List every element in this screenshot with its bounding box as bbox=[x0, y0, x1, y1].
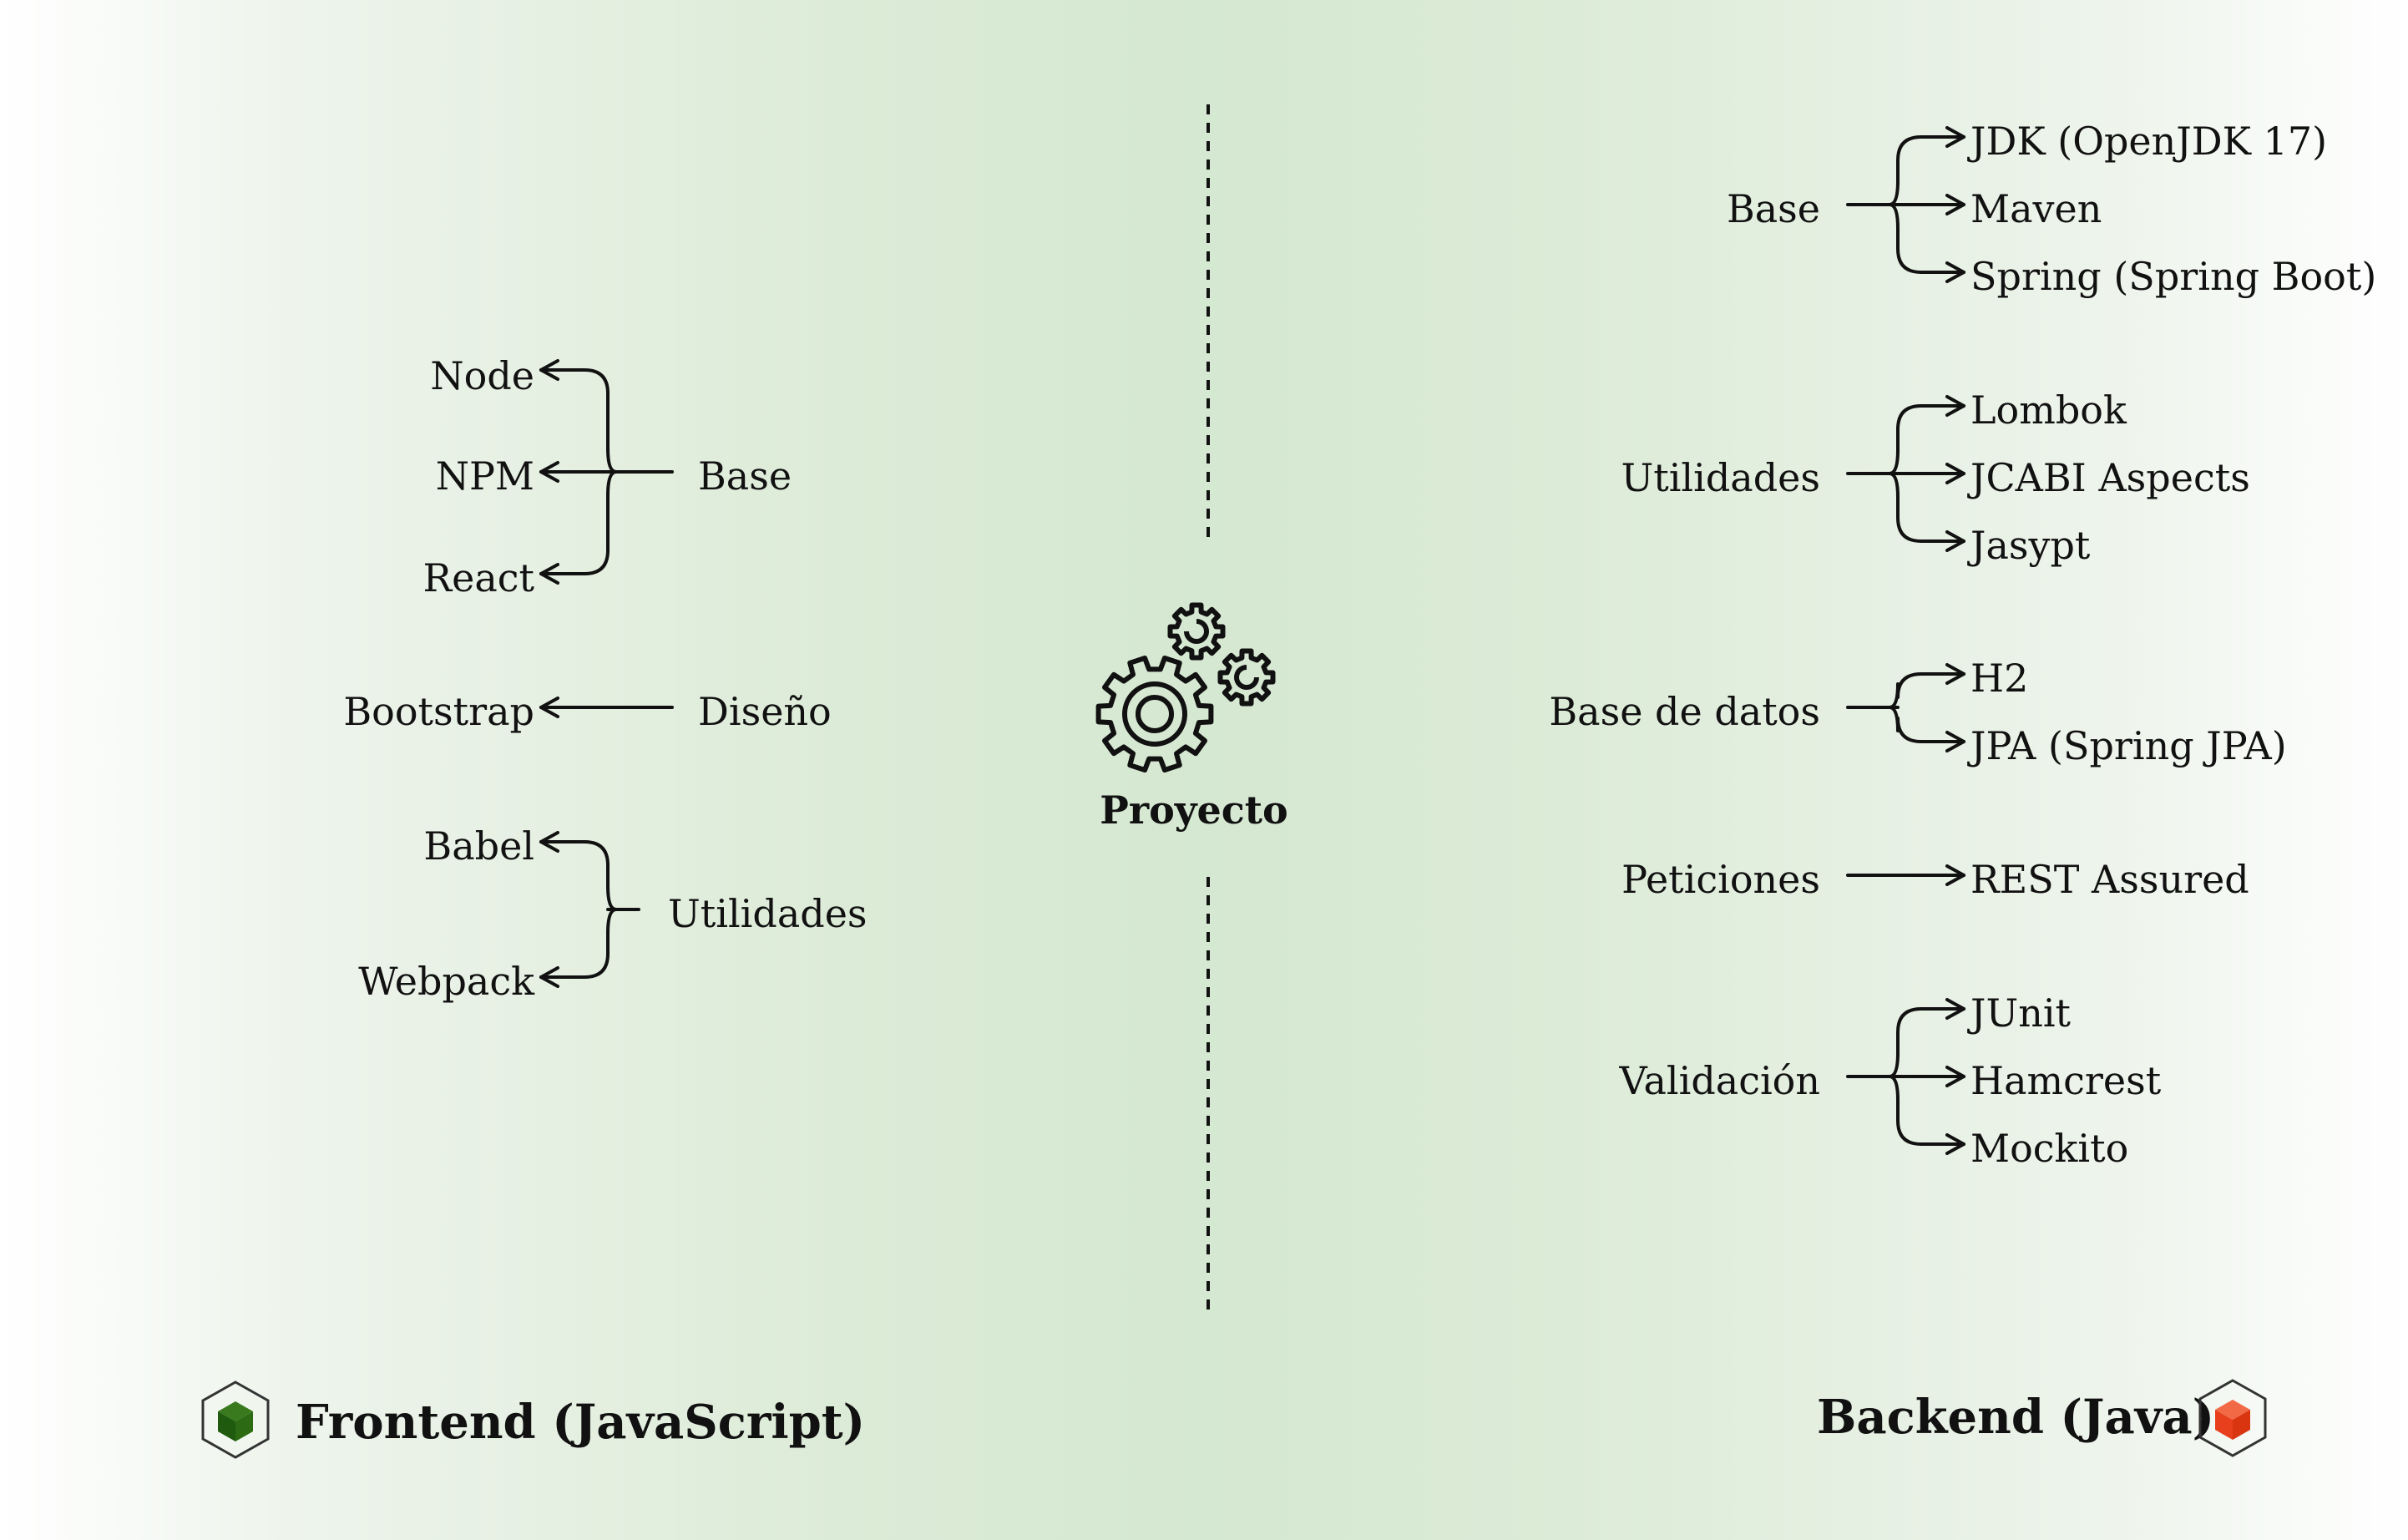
be-base-branch-0 bbox=[1888, 135, 1965, 206]
backend-cube-icon bbox=[2198, 1379, 2267, 1457]
project-label: Proyecto bbox=[1100, 788, 1288, 833]
backend-group-base-de-datos: Base de datos bbox=[1549, 689, 1820, 734]
fe-base-arrow-0 bbox=[539, 359, 559, 381]
gear-large bbox=[1095, 656, 1214, 773]
frontend-item-babel: Babel bbox=[423, 823, 534, 869]
backend-item-lombok: Lombok bbox=[1970, 388, 2127, 433]
gear-top bbox=[1167, 602, 1226, 661]
backend-item-h2: H2 bbox=[1970, 656, 2029, 701]
fe-util-branch-1 bbox=[539, 908, 618, 979]
be-util-arrow-1 bbox=[1945, 463, 1965, 484]
fe-diseno-arrow-0 bbox=[539, 697, 559, 718]
frontend-cube-icon bbox=[201, 1380, 270, 1459]
be-util-branch-2 bbox=[1888, 472, 1965, 543]
be-val-arrow-0 bbox=[1945, 998, 1965, 1020]
be-pet-arrow-0 bbox=[1945, 864, 1965, 886]
backend-item-rest-assured: REST Assured bbox=[1970, 857, 2249, 902]
backend-item-jpa: JPA (Spring JPA) bbox=[1970, 723, 2287, 768]
fe-base-branch-2 bbox=[539, 470, 618, 575]
backend-item-jdk: JDK (OpenJDK 17) bbox=[1970, 119, 2328, 164]
backend-item-hamcrest: Hamcrest bbox=[1970, 1058, 2162, 1103]
be-util-arrow-2 bbox=[1945, 530, 1965, 552]
gears-icon bbox=[1095, 602, 1276, 773]
fe-base-arrow-1 bbox=[539, 461, 559, 483]
backend-item-jasypt: Jasypt bbox=[1970, 523, 2091, 568]
backend-item-junit: JUnit bbox=[1970, 990, 2072, 1036]
backend-item-maven: Maven bbox=[1970, 186, 2102, 231]
be-base-arrow-2 bbox=[1945, 261, 1965, 283]
be-val-arrow-1 bbox=[1945, 1066, 1965, 1087]
gear-right-hub bbox=[1234, 665, 1259, 690]
backend-item-spring: Spring (Spring Boot) bbox=[1970, 254, 2377, 299]
be-db-arrow-1 bbox=[1945, 731, 1965, 752]
be-util-arrow-0 bbox=[1945, 395, 1965, 417]
frontend-item-npm: NPM bbox=[435, 453, 534, 499]
backend-item-mockito: Mockito bbox=[1970, 1126, 2129, 1171]
gear-right bbox=[1217, 648, 1276, 707]
be-util-branch-0 bbox=[1888, 404, 1965, 475]
frontend-item-react: React bbox=[422, 555, 534, 600]
gear-large-ring bbox=[1122, 681, 1187, 747]
backend-item-jcabi: JCABI Aspects bbox=[1970, 455, 2250, 500]
gear-top-hub bbox=[1184, 619, 1209, 644]
be-val-arrow-2 bbox=[1945, 1133, 1965, 1155]
frontend-item-node: Node bbox=[430, 353, 534, 398]
gear-large-hub bbox=[1136, 695, 1174, 733]
frontend-group-diseno: Diseño bbox=[698, 689, 832, 734]
be-base-arrow-1 bbox=[1945, 194, 1965, 215]
backend-group-utilidades: Utilidades bbox=[1621, 455, 1820, 500]
frontend-group-base: Base bbox=[698, 453, 792, 499]
frontend-item-bootstrap: Bootstrap bbox=[343, 689, 534, 734]
fe-util-branch-0 bbox=[539, 840, 618, 911]
frontend-item-webpack: Webpack bbox=[358, 959, 534, 1004]
frontend-title: Frontend (JavaScript) bbox=[296, 1395, 866, 1450]
be-db-branch-0 bbox=[1888, 672, 1965, 709]
backend-group-validacion: Validación bbox=[1619, 1058, 1820, 1103]
fe-util-arrow-0 bbox=[539, 831, 559, 853]
backend-group-peticiones: Peticiones bbox=[1621, 857, 1820, 902]
be-base-arrow-0 bbox=[1945, 126, 1965, 148]
fe-base-branch-0 bbox=[539, 368, 618, 474]
be-db-arrow-0 bbox=[1945, 663, 1965, 685]
backend-group-base: Base bbox=[1726, 186, 1820, 231]
be-base-branch-2 bbox=[1888, 203, 1965, 274]
be-val-branch-0 bbox=[1888, 1007, 1965, 1078]
backend-title: Backend (Java) bbox=[1817, 1390, 2215, 1445]
frontend-group-utilidades: Utilidades bbox=[668, 891, 868, 936]
be-val-branch-2 bbox=[1888, 1075, 1965, 1146]
be-db-branch-1 bbox=[1888, 706, 1965, 743]
fe-base-arrow-2 bbox=[539, 563, 559, 585]
fe-util-arrow-1 bbox=[539, 966, 559, 988]
